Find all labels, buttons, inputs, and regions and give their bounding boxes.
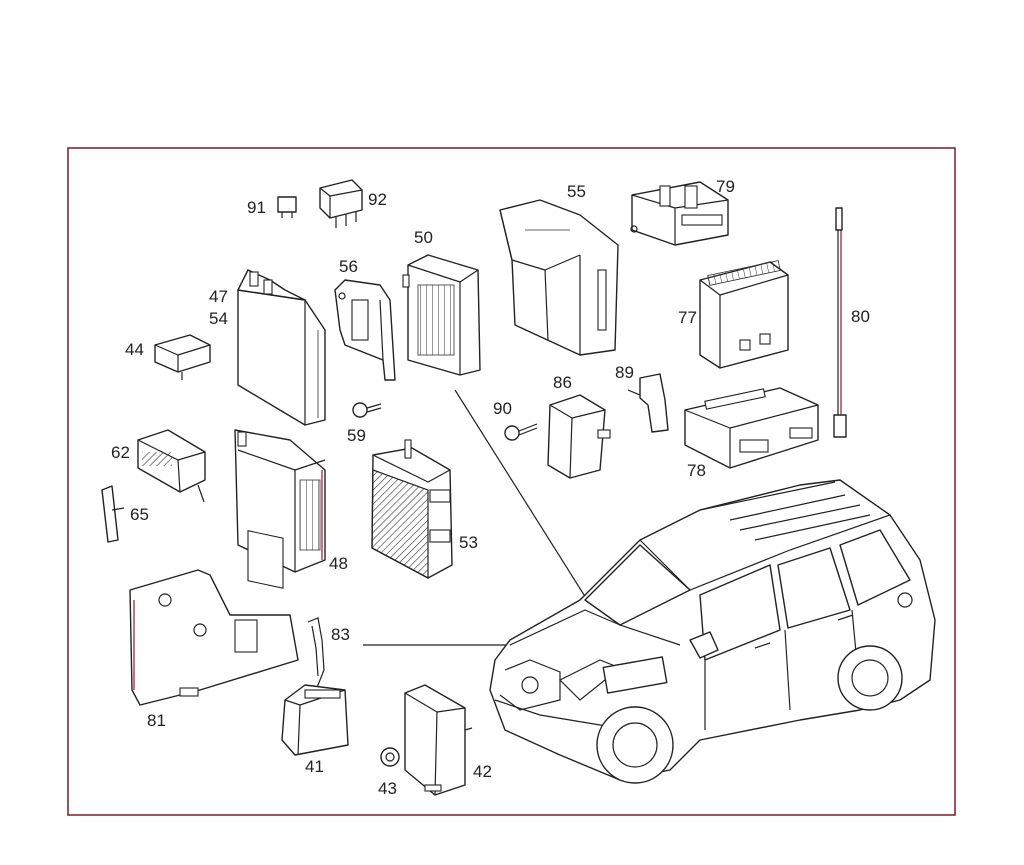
part-47-54-control-unit	[237, 269, 326, 426]
part-43-nut	[380, 747, 400, 767]
callout-55: 55	[567, 182, 586, 201]
callout-80: 80	[851, 307, 870, 326]
part-41-module	[281, 684, 349, 756]
part-59-screw	[352, 402, 382, 418]
callout-42: 42	[473, 762, 492, 781]
callout-89: 89	[615, 363, 634, 382]
part-89-bracket	[627, 373, 669, 433]
callout-92: 92	[368, 190, 387, 209]
callout-62: 62	[111, 443, 130, 462]
callout-47: 47	[209, 287, 228, 306]
part-92-relay	[319, 179, 363, 228]
callout-48: 48	[329, 554, 348, 573]
part-50-amplifier	[402, 254, 481, 376]
vehicle-suv	[489, 479, 936, 784]
part-48-control-unit	[234, 429, 326, 589]
callout-78: 78	[687, 461, 706, 480]
callout-77: 77	[678, 308, 697, 327]
part-42-module	[404, 684, 473, 796]
callout-91: 91	[247, 198, 266, 217]
part-79-connector	[630, 181, 729, 246]
callout-90: 90	[493, 399, 512, 418]
callout-56: 56	[339, 257, 358, 276]
callout-86: 86	[553, 373, 572, 392]
callout-53: 53	[459, 533, 478, 552]
callout-43: 43	[378, 779, 397, 798]
callout-54: 54	[209, 309, 228, 328]
part-80-antenna	[833, 207, 847, 438]
callout-41: 41	[305, 757, 324, 776]
part-86-module	[547, 394, 611, 479]
part-62-module	[137, 429, 206, 503]
callout-81: 81	[147, 711, 166, 730]
callout-65: 65	[130, 505, 149, 524]
part-83-clip	[307, 617, 325, 691]
part-90-screw	[504, 423, 538, 441]
callout-79: 79	[716, 177, 735, 196]
part-91-fuse	[277, 196, 297, 218]
callout-50: 50	[414, 228, 433, 247]
part-78-module	[684, 387, 819, 469]
part-55-holder	[499, 199, 619, 356]
callout-44: 44	[125, 340, 144, 359]
part-53-amplifier	[371, 439, 453, 580]
part-65-clip	[101, 485, 125, 543]
callout-59: 59	[347, 426, 366, 445]
part-56-bracket	[334, 279, 396, 381]
part-81-carrier-plate	[129, 569, 299, 706]
callout-83: 83	[331, 625, 350, 644]
part-77-control-module	[699, 260, 789, 369]
part-44-module	[154, 334, 211, 380]
diagram-frame	[67, 147, 956, 816]
